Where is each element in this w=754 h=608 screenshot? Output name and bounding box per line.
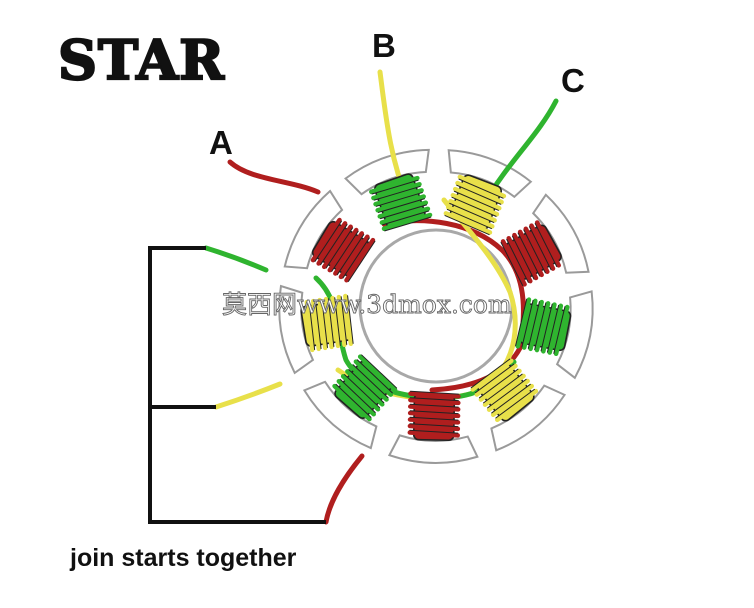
join-caption: join starts together [69,544,297,572]
stator-coils [300,173,572,442]
coil-phase-b [470,358,539,423]
coil-phase-a [500,220,562,287]
coil-phase-a [407,390,461,442]
coil-phase-c [515,297,572,357]
stator-teeth [278,148,594,464]
phase-b-label: B [372,27,396,64]
phase-b-start-lead [213,381,283,410]
coil-phase-a [310,217,376,283]
phase-a-label: A [209,124,233,161]
coil-phase-c [369,173,433,232]
phase-c-start-lead [203,245,269,273]
coil-phase-b [300,293,354,353]
join-starts-bar [148,246,326,524]
phase-a-start-lead [323,453,365,525]
join-bracket-wire [148,246,326,524]
phase-c-label: C [561,62,585,99]
phase-a-lead [227,159,321,195]
page-title: STAR [58,28,225,92]
coil-phase-b [443,174,507,236]
watermark: 莫西网www.3dmox.com [222,290,512,319]
coil-phase-c [332,354,398,422]
